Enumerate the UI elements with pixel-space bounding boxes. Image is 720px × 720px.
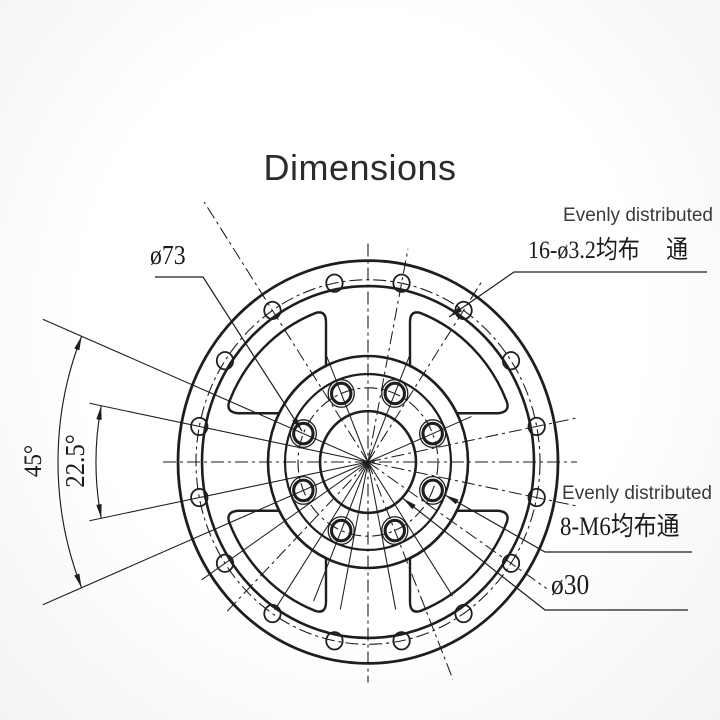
callout-bore-diameter: ø30: [551, 569, 590, 601]
callout-outer-holes-note: Evenly distributed: [563, 205, 713, 226]
tapped-hole-bore: [292, 421, 315, 446]
radial-ray: [89, 402, 369, 463]
outer-bolt-hole: [325, 631, 344, 651]
radial-ray: [313, 461, 369, 602]
dimension-arrow: [74, 336, 82, 351]
tapped-hole-bore: [421, 478, 444, 503]
tapped-hole-bore: [421, 421, 444, 446]
hub-boss-circle: [283, 372, 453, 552]
radial-ray: [201, 461, 369, 581]
hole-axis-ray: [203, 201, 369, 463]
dimension-arc-45: [57, 336, 83, 588]
leader-arrow: [445, 495, 459, 505]
outer-bolt-hole: [454, 604, 473, 624]
tapped-hole-bore: [329, 518, 353, 543]
page-title: Dimensions: [263, 147, 457, 188]
radial-ray: [324, 352, 369, 463]
outer-bolt-hole: [263, 604, 282, 624]
outer-bolt-hole: [392, 631, 411, 651]
leader-arrow: [403, 498, 416, 510]
tapped-hole-thread: [419, 475, 447, 505]
radial-ray: [367, 461, 397, 610]
center-bore-circle: [318, 409, 418, 515]
outer-bolt-hole: [215, 351, 235, 371]
window-cutout: [227, 509, 328, 613]
leader-inner-holes: [444, 494, 692, 553]
radial-ray: [89, 461, 369, 522]
outer-bolt-hole: [501, 553, 521, 573]
tapped-hole-thread: [289, 419, 317, 449]
dimension-angle-45: 45°: [20, 444, 47, 478]
tapped-hole-bore: [383, 381, 407, 406]
dimension-arc-22-5: [95, 405, 102, 519]
tapped-hole-bore: [329, 381, 353, 406]
flange-inner-rim: [200, 284, 536, 640]
dimension-angle-22-5: 22.5°: [60, 434, 90, 488]
tapped-hole-bore: [383, 518, 407, 543]
outer-bolt-hole: [454, 300, 473, 320]
hole-axis-ray: [367, 417, 579, 463]
callout-outer-holes-main: 16-ø3.2均布: [528, 237, 640, 264]
window-cutout: [408, 509, 509, 613]
dimension-arrow: [74, 573, 82, 588]
radial-ray: [367, 416, 472, 463]
leader-outer-holes: [448, 271, 707, 318]
tapped-hole-thread: [327, 379, 355, 408]
hub-outer-circle: [266, 354, 470, 570]
callout-inner-holes-main: 8-M6均布: [560, 512, 657, 541]
radial-ray: [274, 461, 369, 611]
outer-bolt-hole: [527, 416, 546, 437]
outer-bolt-hole: [501, 351, 521, 371]
tapped-hole-thread: [381, 516, 409, 545]
window-cutout: [227, 311, 328, 415]
callout-inner-holes-note: Evenly distributed: [562, 483, 712, 504]
radial-ray: [367, 461, 453, 597]
outer-bolt-hole: [190, 487, 209, 508]
hole-axis-ray: [367, 281, 483, 463]
tapped-hole-thread: [381, 379, 409, 408]
radial-ray: [339, 461, 369, 610]
hole-axis-ray: [367, 461, 577, 507]
radial-ray: [42, 318, 369, 463]
dimension-arrow: [96, 503, 102, 519]
hole-axis-ray: [226, 461, 369, 613]
inner-bolt-circle: [297, 387, 439, 537]
leader-arrow: [292, 417, 302, 431]
hole-axis-ray: [367, 248, 409, 463]
hole-axis-ray: [367, 461, 454, 680]
leader-arrow: [449, 306, 463, 317]
flange-outer-edge: [176, 259, 560, 665]
callout-inner-holes: 8-M6均布 通: [560, 512, 680, 541]
callout-outer-holes-suffix: 通: [666, 237, 689, 264]
radial-ray: [42, 461, 369, 606]
outer-bolt-hole: [190, 416, 209, 437]
radial-ray: [367, 352, 412, 463]
tapped-hole-bore: [292, 478, 315, 503]
outer-bolt-hole: [527, 487, 546, 508]
callout-pitch-circle-diameter: ø73: [150, 240, 186, 270]
tapped-hole-thread: [289, 475, 317, 505]
dimension-arrow: [96, 405, 102, 421]
tapped-hole-thread: [419, 419, 447, 449]
outer-bolt-hole: [263, 300, 282, 320]
leader-pitch-circle: [155, 276, 303, 432]
outer-bolt-hole: [392, 273, 411, 293]
hole-axis-ray: [367, 461, 548, 590]
callout-inner-holes-suffix: 通: [656, 512, 680, 541]
tapped-hole-thread: [327, 516, 355, 545]
outer-bolt-hole: [215, 553, 235, 573]
outer-bolt-circle: [195, 279, 541, 645]
callout-outer-holes: 16-ø3.2均布 通: [528, 237, 689, 264]
window-cutout: [408, 311, 509, 415]
outer-bolt-hole: [325, 273, 344, 293]
leader-bore: [402, 498, 688, 611]
